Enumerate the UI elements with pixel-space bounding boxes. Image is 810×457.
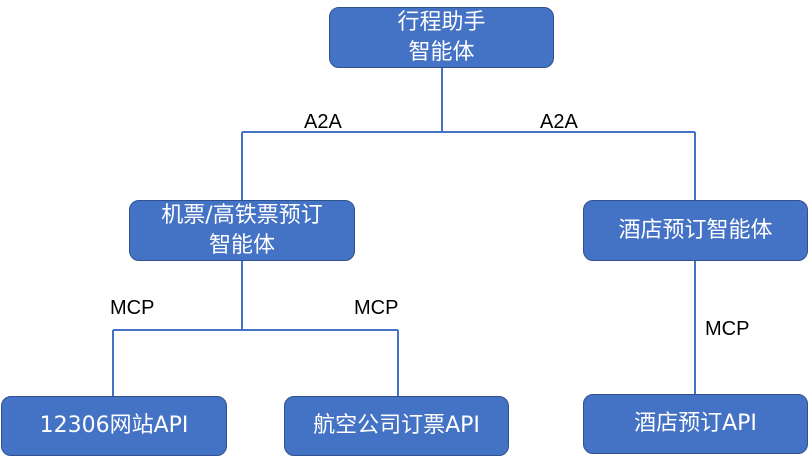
airline-api-label: 航空公司订票API xyxy=(313,413,480,438)
edge-label-ticket-airline: MCP xyxy=(354,297,399,319)
hotel-api-node: 酒店预订API xyxy=(583,394,808,454)
hotel-agent-node: 酒店预订智能体 xyxy=(583,200,808,261)
airline-api-node: 航空公司订票API xyxy=(284,396,509,456)
hotel-agent-label: 酒店预订智能体 xyxy=(618,217,773,243)
edge-label-ticket-12306: MCP xyxy=(110,297,155,319)
ticket-agent-node: 机票/高铁票预订 智能体 xyxy=(129,200,355,261)
hotel-api-label: 酒店预订API xyxy=(634,411,757,436)
ticket-agent-line2: 智能体 xyxy=(208,232,275,258)
api-12306-label: 12306网站API xyxy=(39,413,189,438)
edge-label-root-ticket: A2A xyxy=(304,111,342,133)
edge-label-hotel-api: MCP xyxy=(705,318,750,340)
ticket-agent-line1: 机票/高铁票预订 xyxy=(161,202,323,228)
api-12306-node: 12306网站API xyxy=(1,396,227,456)
edge-label-root-hotel: A2A xyxy=(540,111,578,133)
root-node: 行程助手 智能体 xyxy=(329,7,554,68)
root-node-line1: 行程助手 xyxy=(397,9,486,35)
root-node-line2: 智能体 xyxy=(408,39,475,65)
